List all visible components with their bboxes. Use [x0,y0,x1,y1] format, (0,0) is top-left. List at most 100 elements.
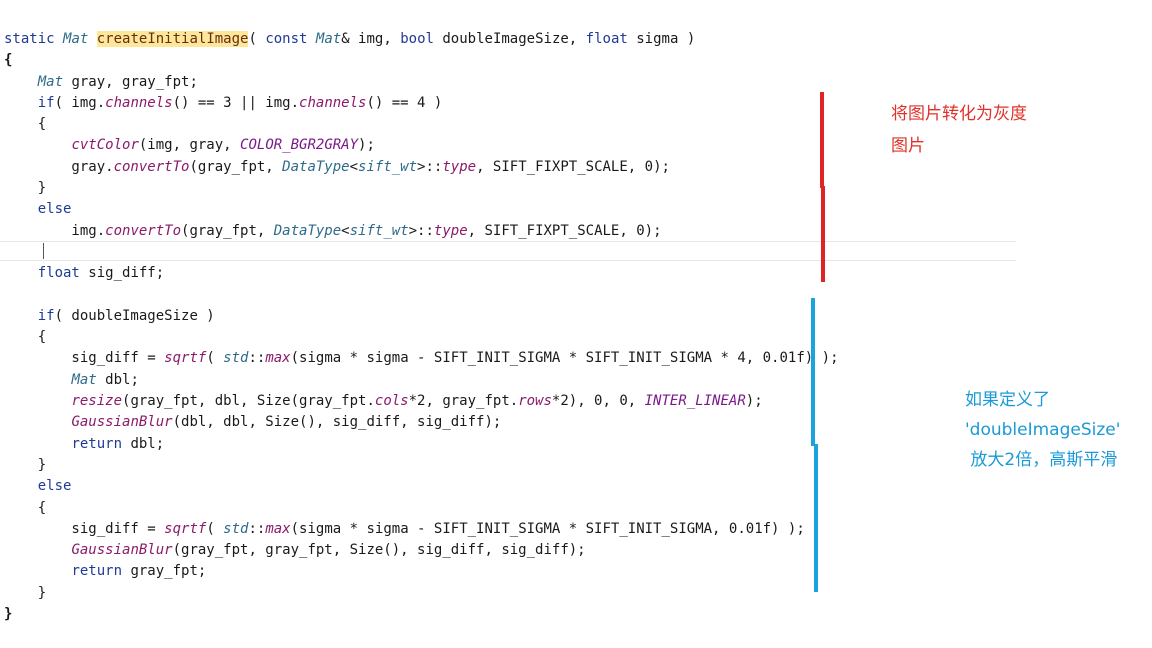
code-line[interactable] [4,242,839,263]
code-token: sift_wt [358,158,418,175]
code-token [4,308,38,324]
code-token: DataType [273,222,342,239]
code-line[interactable]: if( doubleImageSize ) [4,306,839,327]
code-line[interactable]: resize(gray_fpt, dbl, Size(gray_fpt.cols… [4,391,839,412]
code-token: convertTo [113,158,190,175]
code-token: createInitialImage [96,31,249,47]
code-token: std [223,350,249,367]
blue-annotation-bar [814,444,818,544]
code-line[interactable]: } [4,178,839,199]
code-token: type [433,222,468,239]
code-line[interactable] [4,285,839,306]
code-token: (gray_fpt, gray_fpt, Size(), sig_diff, s… [172,542,586,559]
code-line[interactable]: img.convertTo(gray_fpt, DataType<sift_wt… [4,221,839,242]
code-token: gray_fpt; [130,563,207,580]
code-line[interactable]: } [4,604,839,625]
code-token: dbl; [96,371,139,388]
code-token: (sigma * sigma - SIFT_INIT_SIGMA * SIFT_… [290,520,805,537]
code-token: } [4,606,13,623]
code-line[interactable]: float sig_diff; [4,263,839,284]
code-token: sqrtf [164,520,207,537]
code-token [4,201,38,217]
code-line[interactable]: if( img.channels() == 3 || img.channels(… [4,93,839,114]
code-line[interactable]: static Mat createInitialImage( const Mat… [4,29,839,50]
code-token: Mat [315,31,342,47]
code-token [4,74,38,90]
code-token: (gray_fpt, [181,222,274,239]
code-token: gray. [4,158,114,175]
code-token [4,265,38,281]
code-token: sigma ) [636,31,696,47]
code-token: () == 4 ) [366,94,443,111]
code-token: else [37,478,72,495]
code-token: } [4,180,47,197]
code-token: if [37,94,55,111]
red-annotation-bar [820,92,824,188]
code-token: :: [248,520,266,537]
code-token: ( [248,31,266,47]
code-token: sift_wt [349,222,409,239]
code-token: ( [206,520,224,537]
code-token: } [4,456,47,473]
code-token [4,563,71,579]
code-token: rows [518,393,552,410]
code-token: if [37,307,55,324]
blue-annotation-bar [811,298,815,446]
code-line[interactable]: { [4,498,839,519]
code-line[interactable]: { [4,327,839,348]
code-token: *2, gray_fpt. [408,393,519,410]
code-token: channels [299,94,367,111]
code-token [88,31,96,47]
code-token [4,542,71,558]
code-line[interactable]: sig_diff = sqrtf( std::max(sigma * sigma… [4,348,839,369]
code-token: type [442,158,477,175]
code-token: { [4,116,47,133]
code-token [4,478,38,494]
code-line[interactable]: } [4,583,839,604]
code-token: , SIFT_FIXPT_SCALE, 0); [467,222,662,239]
code-token [4,436,71,452]
code-token: dbl; [130,435,165,452]
code-line[interactable]: } [4,455,839,476]
code-token: float [37,265,89,282]
code-token: return [71,563,131,580]
code-token [4,393,71,409]
code-line[interactable]: gray.convertTo(gray_fpt, DataType<sift_w… [4,157,839,178]
code-token: max [265,350,291,367]
current-line-highlight [0,241,1016,261]
blue-annotation-bar [814,540,818,592]
code-token: () == 3 || img. [172,94,300,111]
code-token: (gray_fpt, dbl, Size(gray_fpt. [122,393,375,410]
code-block[interactable]: static Mat createInitialImage( const Mat… [4,29,839,625]
code-token: cols [374,393,409,410]
code-token: < [349,158,359,175]
code-token: GaussianBlur [71,414,173,431]
code-token: < [341,222,350,239]
code-token: & img, [341,31,401,47]
code-token [4,372,71,388]
code-line[interactable]: cvtColor(img, gray, COLOR_BGR2GRAY); [4,135,839,156]
code-token: >:: [417,158,443,175]
grayscale-note: 将图片转化为灰度 图片 [891,104,1027,156]
code-token: img. [4,222,106,239]
code-line[interactable]: { [4,50,839,71]
code-line[interactable]: else [4,199,839,220]
code-token: (dbl, dbl, Size(), sig_diff, sig_diff); [172,414,502,431]
code-token: ); [358,137,375,154]
code-token [4,137,71,153]
code-line[interactable]: { [4,114,839,135]
code-line[interactable]: GaussianBlur(gray_fpt, gray_fpt, Size(),… [4,540,839,561]
code-token: (sigma * sigma - SIFT_INIT_SIGMA * SIFT_… [290,350,839,367]
code-token [4,95,38,111]
code-line[interactable]: return gray_fpt; [4,561,839,582]
code-line[interactable]: sig_diff = sqrtf( std::max(sigma * sigma… [4,519,839,540]
code-line[interactable]: return dbl; [4,434,839,455]
code-token: sig_diff = [4,350,165,367]
code-token: >:: [408,222,434,239]
code-token: Mat [37,73,64,90]
code-line[interactable]: else [4,476,839,497]
code-line[interactable]: GaussianBlur(dbl, dbl, Size(), sig_diff,… [4,412,839,433]
code-line[interactable]: Mat dbl; [4,370,839,391]
code-line[interactable]: Mat gray, gray_fpt; [4,72,839,93]
